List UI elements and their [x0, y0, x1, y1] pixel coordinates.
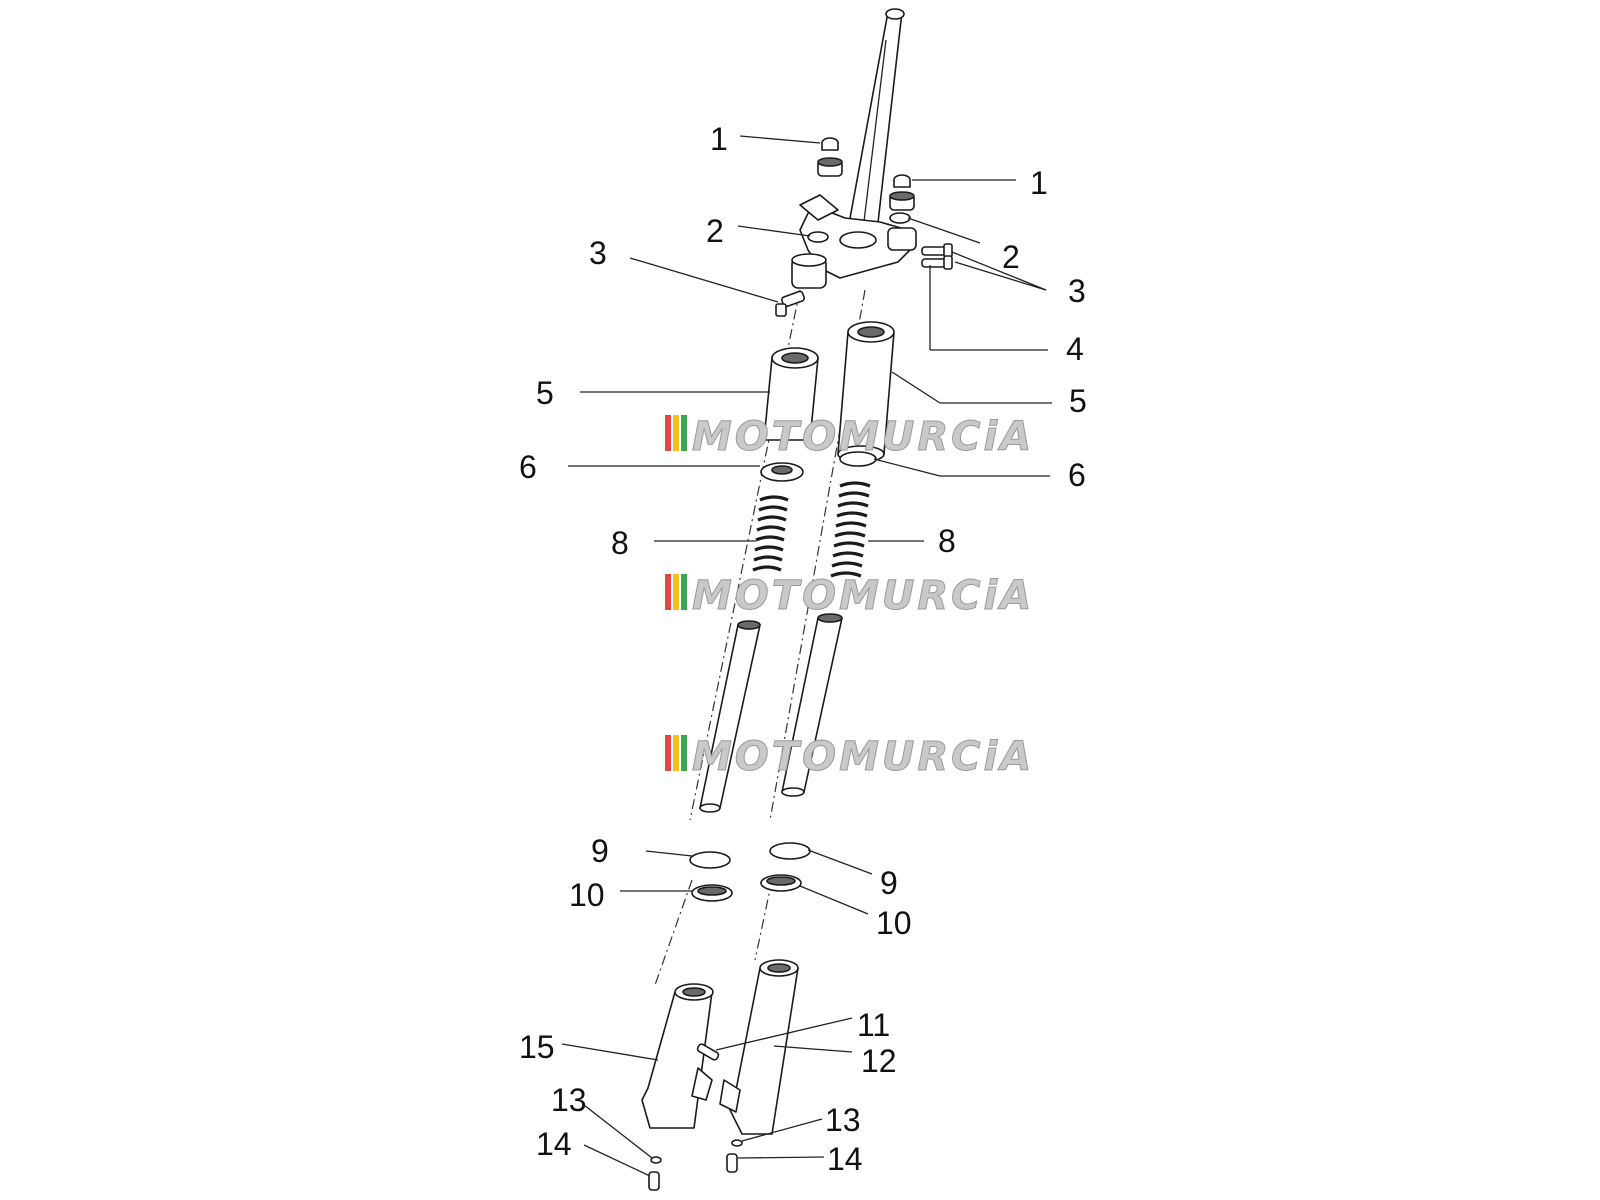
callout-12: 12: [861, 1043, 897, 1079]
fork-bridge: [791, 194, 917, 289]
callout-1-left: 1: [710, 121, 728, 157]
watermark-stripe-red: [665, 415, 671, 451]
callout-15: 15: [519, 1029, 555, 1065]
small-bolts: [648, 1043, 743, 1191]
watermark-stripe-red: [665, 574, 671, 610]
spring-seats: [760, 451, 877, 482]
watermark: MOTOMURCiA MOTOMURCiA MOTOMURCiA: [665, 414, 1034, 781]
seals: [689, 842, 811, 902]
watermark-stripe-green: [681, 735, 687, 771]
watermark-logo-bottom: MOTOMURCiA: [665, 734, 1034, 781]
callout-3-right: 3: [1068, 273, 1086, 309]
callout-6-left: 6: [519, 449, 537, 485]
washers: [807, 212, 911, 243]
callout-14-left: 14: [536, 1126, 572, 1162]
watermark-stripe-yellow: [673, 415, 679, 451]
leader-lines: [561, 135, 1052, 1177]
watermark-logo-top: MOTOMURCiA: [665, 414, 1034, 461]
watermark-logo-middle: MOTOMURCiA: [665, 573, 1034, 620]
callout-13-left: 13: [551, 1082, 587, 1118]
clamp-bolts: [775, 243, 953, 317]
callout-14-right: 14: [827, 1141, 863, 1177]
callout-5-right: 5: [1069, 383, 1087, 419]
fork-covers: [763, 321, 895, 463]
lower-legs: [641, 959, 799, 1135]
callout-11: 11: [857, 1007, 890, 1043]
watermark-stripe-green: [681, 415, 687, 451]
watermark-stripe-green: [681, 574, 687, 610]
callout-10-left: 10: [569, 877, 605, 913]
callout-4: 4: [1066, 331, 1084, 367]
fork-caps: [817, 137, 915, 211]
callout-2-right: 2: [1002, 239, 1020, 275]
callout-13-right: 13: [825, 1102, 861, 1138]
callout-10-right: 10: [876, 905, 912, 941]
watermark-text: MOTOMURCiA: [692, 573, 1034, 619]
springs: [752, 481, 871, 578]
callout-2-left: 2: [706, 213, 724, 249]
callout-labels: 1 1 2 2 3 3 4 5 5 6 6 8 8 9 9 10 10 11 1…: [519, 121, 1087, 1177]
watermark-stripe-red: [665, 735, 671, 771]
callout-6-right: 6: [1068, 457, 1086, 493]
inner-tubes: [699, 613, 843, 813]
callout-3-left: 3: [589, 235, 607, 271]
watermark-stripe-yellow: [673, 735, 679, 771]
watermark-text: MOTOMURCiA: [692, 734, 1034, 780]
callout-1-right: 1: [1030, 165, 1048, 201]
callout-8-right: 8: [938, 523, 956, 559]
callout-9-left: 9: [591, 833, 609, 869]
watermark-stripe-yellow: [673, 574, 679, 610]
callout-9-right: 9: [880, 865, 898, 901]
callout-5-left: 5: [536, 375, 554, 411]
callout-8-left: 8: [611, 525, 629, 561]
watermark-text: MOTOMURCiA: [692, 414, 1034, 460]
